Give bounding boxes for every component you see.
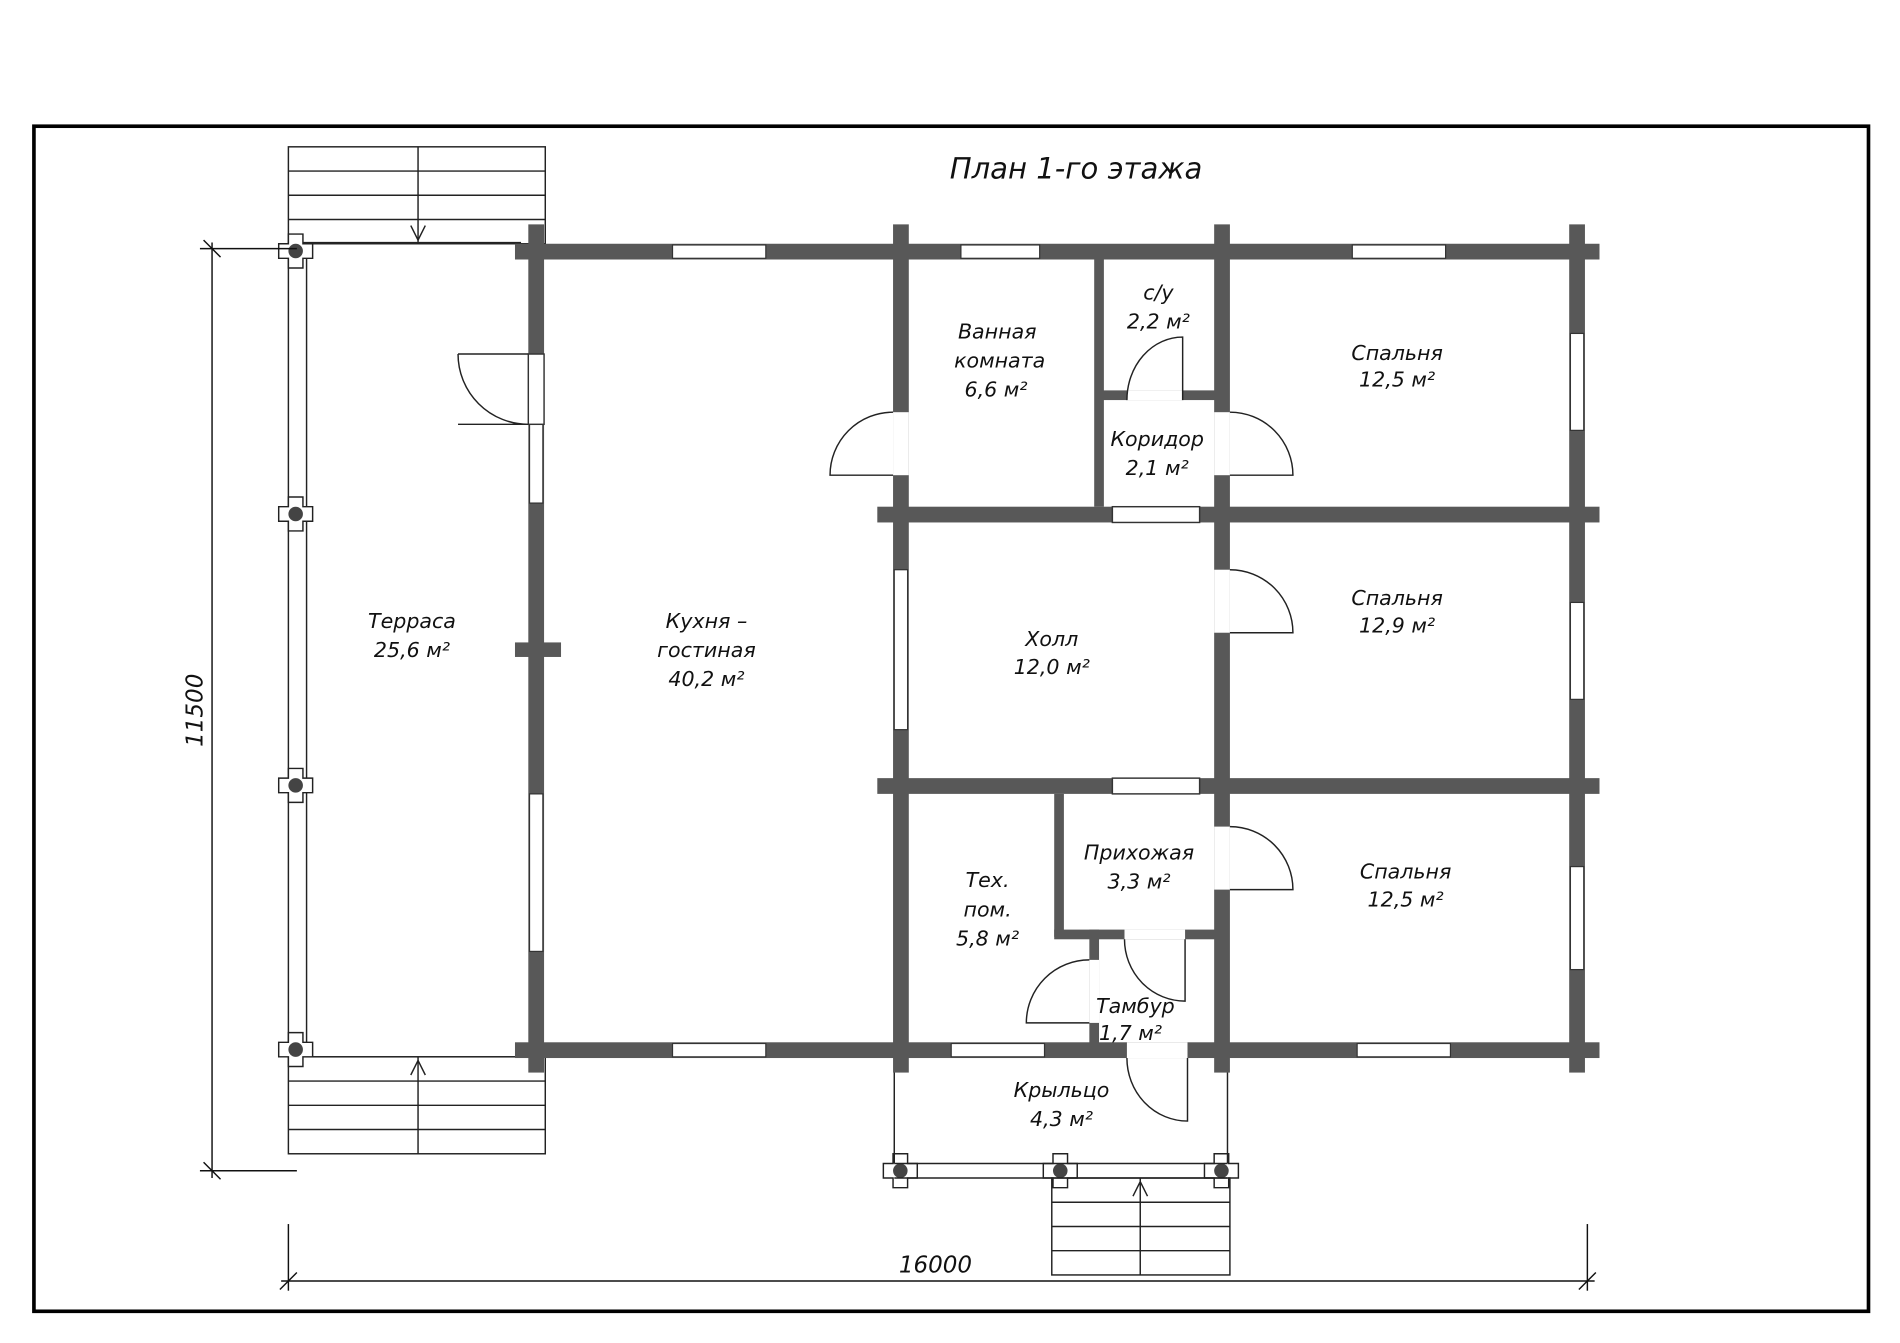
- room-name: Ванная: [958, 319, 1037, 343]
- room-name: Холл: [1024, 627, 1078, 651]
- post-center: [893, 1163, 908, 1179]
- room-area: 2,2 м²: [1127, 310, 1190, 334]
- post-center: [288, 1042, 303, 1057]
- room-name: Коридор: [1110, 427, 1204, 451]
- windows: [528, 244, 1585, 1058]
- room-area: 1,7 м²: [1099, 1021, 1162, 1045]
- room-name: Тех.: [966, 868, 1010, 892]
- post-center: [288, 778, 303, 793]
- room-area: 3,3 м²: [1108, 869, 1171, 893]
- dimension-lines: [199, 239, 1597, 1291]
- room-name: с/у: [1143, 280, 1174, 304]
- drawing-frame: [32, 124, 1871, 1314]
- room-area: 6,6 м²: [965, 377, 1028, 401]
- room-name: Крыльцо: [1014, 1078, 1110, 1102]
- post-center: [1052, 1163, 1068, 1179]
- room-area: 12,5 м²: [1368, 888, 1444, 912]
- plan-title: План 1-го этажа: [950, 151, 1203, 185]
- dimension-width: 16000: [899, 1253, 972, 1279]
- room-name: пом.: [964, 897, 1012, 921]
- room-area: 12,9 м²: [1359, 614, 1435, 638]
- post-center: [288, 506, 303, 522]
- post-center: [288, 243, 303, 259]
- room-name: Кухня –: [666, 609, 748, 633]
- post-center: [1214, 1163, 1229, 1179]
- room-name: Тамбур: [1096, 994, 1175, 1018]
- room-area: 5,8 м²: [956, 926, 1019, 950]
- room-area: 4,3 м²: [1030, 1107, 1093, 1131]
- room-area: 25,6 м²: [374, 638, 450, 662]
- terrace-railing: [287, 241, 522, 1058]
- dimension-height: 11500: [182, 674, 208, 747]
- porch-outline: [893, 1056, 1231, 1276]
- room-area: 12,5 м²: [1359, 368, 1435, 392]
- room-name: Терраса: [368, 609, 456, 633]
- room-area: 40,2 м²: [668, 667, 744, 691]
- doors: [457, 336, 1294, 1122]
- room-area: 12,0 м²: [1014, 655, 1090, 679]
- posts: [277, 233, 1240, 1189]
- room-labels: Терраса 25,6 м² Кухня – гостиная 40,2 м²…: [368, 280, 1451, 1130]
- room-name: комната: [954, 348, 1045, 372]
- room-area: 2,1 м²: [1126, 456, 1189, 480]
- room-name: Спальня: [1360, 860, 1452, 884]
- room-name: гостиная: [657, 638, 756, 662]
- terrace-stairs-top: [287, 146, 547, 245]
- room-name: Прихожая: [1084, 840, 1194, 864]
- room-name: Спальня: [1351, 586, 1443, 610]
- room-name: Спальня: [1351, 341, 1443, 365]
- terrace-stairs-bottom: [287, 1056, 547, 1155]
